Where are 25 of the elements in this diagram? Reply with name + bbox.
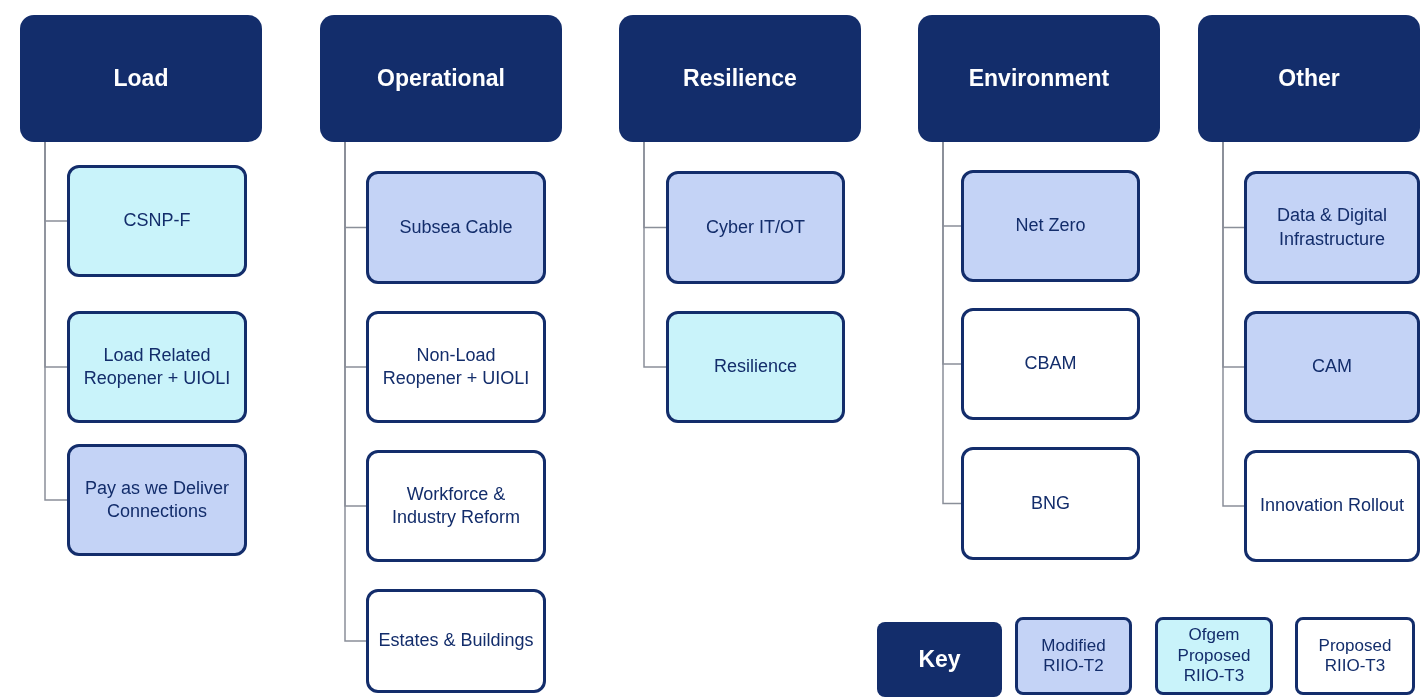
item-box: Data & Digital Infrastructure	[1244, 171, 1420, 284]
legend-swatch: Modified RIIO-T2	[1015, 617, 1132, 695]
category-header: Operational	[320, 15, 562, 142]
legend-swatch: Proposed RIIO-T3	[1295, 617, 1415, 695]
item-box: Resilience	[666, 311, 845, 423]
category-header: Resilience	[619, 15, 861, 142]
item-box: Net Zero	[961, 170, 1140, 282]
item-box: CSNP-F	[67, 165, 247, 277]
legend-swatch: Ofgem Proposed RIIO-T3	[1155, 617, 1273, 695]
item-box: Workforce & Industry Reform	[366, 450, 546, 562]
item-box: CBAM	[961, 308, 1140, 420]
item-box: Estates & Buildings	[366, 589, 546, 693]
item-box: Innovation Rollout	[1244, 450, 1420, 562]
item-box: BNG	[961, 447, 1140, 560]
item-box: Non-Load Reopener + UIOLI	[366, 311, 546, 423]
category-header: Load	[20, 15, 262, 142]
item-box: Pay as we Deliver Connections	[67, 444, 247, 556]
item-box: Cyber IT/OT	[666, 171, 845, 284]
item-box: Subsea Cable	[366, 171, 546, 284]
item-box: Load Related Reopener + UIOLI	[67, 311, 247, 423]
item-box: CAM	[1244, 311, 1420, 423]
category-header: Other	[1198, 15, 1420, 142]
connector-line	[643, 141, 667, 368]
key-heading: Key	[877, 622, 1002, 697]
category-header: Environment	[918, 15, 1160, 142]
